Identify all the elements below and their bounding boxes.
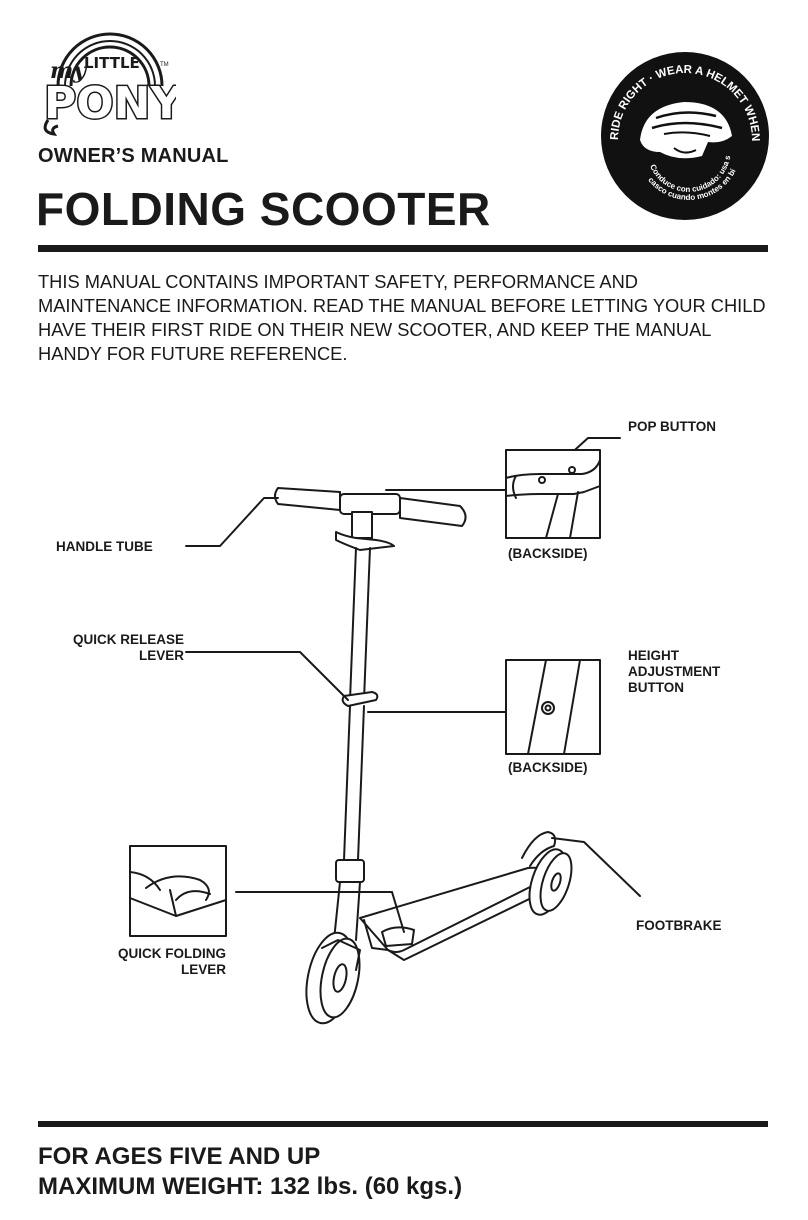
age-recommendation: FOR AGES FIVE AND UP <box>38 1143 321 1170</box>
my-little-pony-logo: my LITTLE PONY TM <box>43 32 176 136</box>
document-title: FOLDING SCOOTER <box>36 183 491 235</box>
logo-my-text: my <box>50 58 88 84</box>
handle-clamp <box>335 511 395 551</box>
front-wheel <box>305 931 361 1025</box>
helmet-icon <box>640 102 732 159</box>
footer-divider <box>38 1121 768 1127</box>
handlebar <box>274 487 506 527</box>
logo-trademark: TM <box>160 62 169 68</box>
scooter-diagram <box>129 437 641 1025</box>
callout-backside-top: (BACKSIDE) <box>508 546 588 561</box>
rainbow-arc <box>56 32 164 87</box>
logo-tail-swirl <box>43 119 59 136</box>
callout-backside-bottom: (BACKSIDE) <box>508 760 588 775</box>
helmet-safety-badge: RIDE RIGHT · WEAR A HELMET WHEN YOU RIDE… <box>598 48 769 220</box>
document-subtitle: OWNER’S MANUAL <box>38 145 229 167</box>
intro-paragraph: THIS MANUAL CONTAINS IMPORTANT SAFETY, P… <box>38 271 766 364</box>
callout-pop-button: POP BUTTON <box>628 419 717 434</box>
callout-quick-folding-lever: QUICK FOLDING LEVER <box>118 946 226 977</box>
callout-footbrake: FOOTBRAKE <box>636 918 722 933</box>
callout-quick-release-lever: QUICK RELEASE LEVER <box>72 632 184 663</box>
logo-little-text: LITTLE <box>84 54 140 72</box>
pop-button-detail <box>505 449 601 539</box>
height-adjustment-detail <box>505 659 601 755</box>
logo-pony-text: PONY <box>44 78 176 129</box>
quick-folding-detail <box>129 845 227 937</box>
maximum-weight: MAXIMUM WEIGHT: 132 lbs. (60 kgs.) <box>38 1173 463 1200</box>
callout-height-adjustment-button: HEIGHT ADJUSTMENT BUTTON <box>628 648 721 695</box>
header-divider <box>38 245 768 252</box>
deck <box>235 866 561 961</box>
callout-handle-tube: HANDLE TUBE <box>56 539 153 554</box>
handle-stem <box>333 547 506 941</box>
rear-wheel <box>521 831 641 916</box>
